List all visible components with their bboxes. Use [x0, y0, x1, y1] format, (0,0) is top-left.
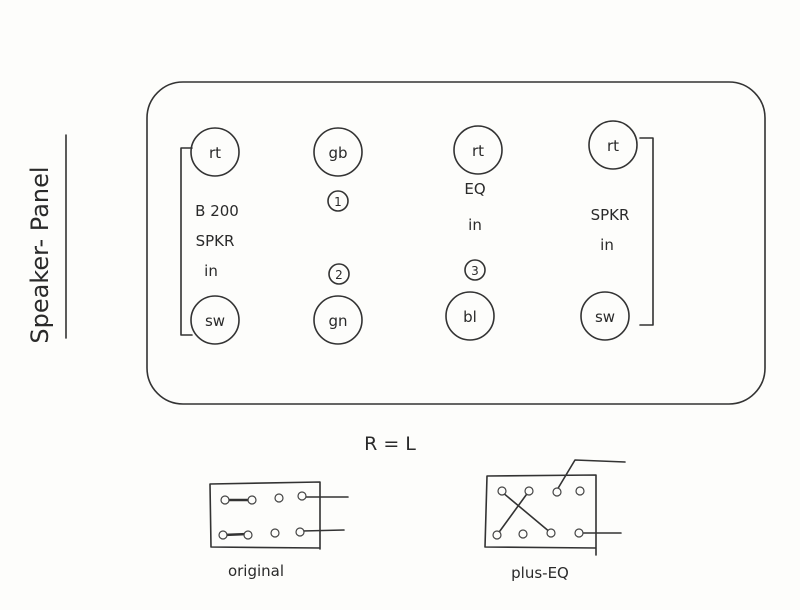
bottom-terminal: gn	[313, 295, 363, 345]
svg-text:EQ: EQ	[464, 180, 485, 198]
top-terminal: gb	[313, 127, 363, 177]
top-terminal: rt	[190, 127, 240, 177]
marker-3: 3	[464, 259, 486, 281]
left-bracket	[180, 147, 193, 336]
svg-text:3: 3	[471, 264, 479, 278]
terminal-label: rt	[607, 137, 619, 155]
terminal-label: rt	[472, 142, 484, 160]
top-terminal: rt	[588, 120, 638, 170]
svg-text:SPKR: SPKR	[196, 232, 235, 250]
marker-1: 1	[327, 190, 349, 212]
middle-group-label: EQ in	[464, 180, 485, 234]
svg-text:B 200: B 200	[195, 202, 239, 220]
svg-text:in: in	[468, 216, 482, 234]
top-terminal: rt	[453, 125, 503, 175]
plus-eq-schematic: plus-EQ	[484, 459, 626, 582]
plus-eq-label: plus-EQ	[511, 564, 569, 582]
side-title: Speaker- Panel	[26, 134, 67, 344]
original-label: original	[228, 562, 284, 580]
panel-outline	[146, 81, 766, 405]
bottom-terminal: sw	[580, 291, 630, 341]
bottom-terminal: sw	[190, 295, 240, 345]
terminal-label: gn	[328, 312, 347, 330]
right-group-label: SPKR in	[591, 206, 630, 254]
terminal-label: sw	[595, 308, 615, 326]
terminal-label: gb	[328, 144, 347, 162]
side-title-text: Speaker- Panel	[26, 166, 54, 343]
terminal-label: sw	[205, 312, 225, 330]
equation-text: R = L	[364, 433, 416, 455]
svg-text:in: in	[204, 262, 218, 280]
terminal-label: bl	[463, 308, 477, 326]
svg-text:1: 1	[334, 195, 342, 209]
svg-text:in: in	[600, 236, 614, 254]
svg-text:2: 2	[335, 268, 343, 282]
svg-text:SPKR: SPKR	[591, 206, 630, 224]
original-schematic: original	[209, 481, 349, 580]
marker-2: 2	[328, 263, 350, 285]
right-bracket	[639, 137, 654, 326]
bottom-terminal: bl	[445, 291, 495, 341]
left-group-label: B 200 SPKR in	[195, 202, 239, 280]
terminal-label: rt	[209, 144, 221, 162]
